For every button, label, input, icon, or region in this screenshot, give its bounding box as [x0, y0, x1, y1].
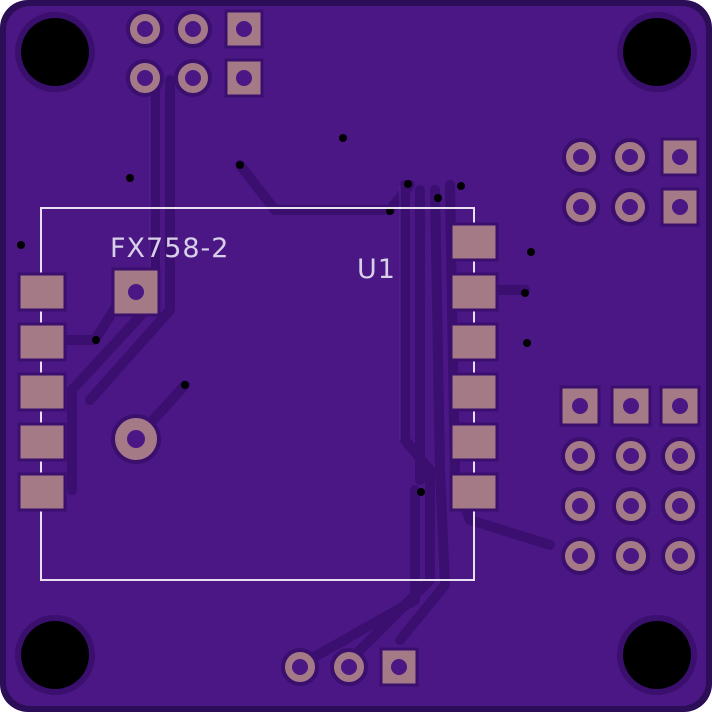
vias [17, 134, 535, 496]
part-label: FX758-2 [110, 233, 229, 264]
header-right-top [562, 137, 700, 227]
trace-edges [149, 80, 401, 440]
header-top [126, 9, 264, 98]
copper-pour [6, 6, 706, 706]
u1-pads-left [17, 272, 67, 512]
u1-pads-right [449, 222, 499, 512]
header-right-bottom [559, 385, 701, 575]
header-bottom [281, 647, 419, 687]
reference-label: U1 [357, 254, 396, 285]
u1-through-hole-pins [111, 267, 161, 464]
mounting-holes [15, 12, 697, 695]
